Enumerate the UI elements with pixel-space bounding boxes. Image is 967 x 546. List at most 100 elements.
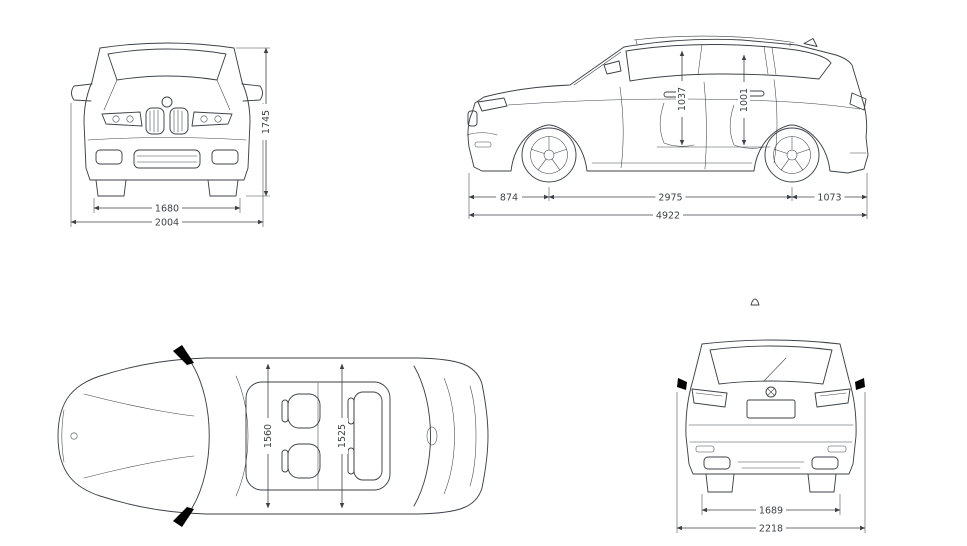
front-seat-profile: [659, 102, 695, 147]
hood-crease-lines: [83, 393, 195, 479]
left-exhaust: [703, 456, 731, 470]
rear-window: [709, 345, 833, 385]
tailgate-roundel-icon: [765, 386, 777, 398]
hood-roundel-icon: [70, 432, 78, 440]
right-headlight: [191, 111, 233, 127]
headlight-lens: [126, 115, 134, 123]
rear-roof-edge: [443, 377, 455, 495]
rear-wheel: [764, 127, 820, 183]
pillar-lines: [697, 44, 777, 76]
kidney-grille-right: [169, 107, 189, 135]
left-taillight-inner: [695, 392, 723, 397]
side-view-dimensions: 1037 1001 874 2975 1073 4922: [468, 50, 868, 222]
license-plate-recess: [746, 399, 796, 419]
left-mirror: [71, 83, 93, 102]
roundel-quadrants: [767, 388, 775, 396]
right-mirror-rear: [855, 378, 865, 390]
rear-overhang-label: 1073: [817, 193, 841, 204]
headlight-side: [477, 97, 508, 112]
top-view-dimensions: 1560 1525: [262, 363, 348, 509]
rear-interior-width-label: 1525: [337, 424, 348, 448]
fender-crease-lines: [103, 79, 231, 111]
front-bumper-inner-line: [61, 409, 65, 463]
top-car-drawing: [57, 345, 489, 527]
front-overhang-label: 874: [500, 193, 518, 204]
rear-body-outline: [685, 339, 857, 475]
right-taillight: [814, 388, 851, 408]
front-interior-width-label: 1560: [263, 424, 274, 448]
roof-rail: [633, 35, 795, 47]
diffuser-lines: [737, 461, 805, 469]
mid-door-seam: [703, 81, 707, 170]
rear-bench-top: [347, 391, 383, 481]
grille-edge: [467, 110, 478, 127]
front-wheel: [521, 127, 577, 183]
front-track-label: 1680: [155, 204, 179, 215]
lower-air-intake: [133, 149, 201, 169]
left-taillight: [691, 388, 728, 408]
front-body-outline: [83, 42, 251, 181]
rear-view: 1689 2218: [676, 298, 866, 535]
roof-antenna-fin: [750, 298, 760, 306]
headlight-lens: [200, 115, 208, 123]
right-rear-tire: [807, 473, 837, 493]
bmw-roundel-icon: [161, 96, 173, 108]
left-rear-tire: [705, 473, 735, 493]
rear-overall-width-label: 2218: [759, 524, 783, 535]
greenhouse-windows: [625, 44, 832, 82]
side-mirror: [603, 60, 622, 75]
left-mirror-rear: [677, 378, 687, 390]
rear-seat-profile: [729, 104, 765, 149]
front-door-seam: [619, 86, 624, 169]
headlight-lens: [112, 115, 120, 123]
cargo-item: [426, 426, 438, 446]
headlight-lens: [214, 115, 222, 123]
left-reflector: [695, 445, 715, 453]
right-mirror: [241, 83, 263, 102]
front-height-label: 1745: [261, 110, 272, 134]
overall-length-label: 4922: [656, 211, 680, 222]
front-headroom-label: 1037: [677, 87, 688, 111]
front-view: 1745 1680 2004: [70, 42, 272, 229]
right-mirror-top: [173, 507, 194, 527]
right-fog-intake: [211, 149, 239, 165]
front-seats-top: [281, 393, 321, 479]
wheelbase-label: 2975: [658, 193, 682, 204]
side-car-drawing: [466, 35, 869, 183]
front-car-drawing: [71, 42, 263, 197]
extension-lines: [676, 392, 866, 533]
shoulder-character-line: [507, 98, 861, 110]
shark-fin-antenna: [803, 38, 818, 47]
front-bumper-line: [466, 132, 498, 136]
rear-window-line: [413, 365, 431, 507]
intake-mesh-lines: [136, 155, 198, 163]
front-overall-width-label: 2004: [155, 218, 179, 229]
rear-door-seam: [773, 79, 778, 164]
right-reflector: [827, 445, 847, 453]
kidney-grille-left: [145, 107, 165, 135]
panoramic-roof-outline: [245, 381, 391, 491]
side-view: 1037 1001 874 2975 1073 4922: [466, 35, 869, 222]
extension-lines: [70, 47, 270, 227]
windshield-inner-line: [573, 51, 622, 86]
top-body-outline: [57, 357, 489, 515]
left-headlight: [101, 111, 143, 127]
right-front-tire: [207, 179, 239, 197]
rear-view-dimensions: 1689 2218: [676, 392, 866, 535]
taillight-side: [849, 92, 867, 111]
right-taillight-inner: [819, 392, 847, 397]
left-mirror-top: [173, 345, 194, 365]
left-fog-intake: [95, 149, 123, 165]
bumper-line: [87, 137, 247, 141]
rear-car-drawing: [677, 298, 865, 493]
top-view: 1560 1525: [57, 345, 489, 527]
windshield-base-line: [191, 363, 210, 509]
front-view-dimensions: 1745 1680 2004: [70, 47, 272, 229]
left-front-tire: [95, 179, 127, 197]
tailgate-spoiler-line: [469, 385, 477, 487]
fog-slot: [474, 141, 492, 148]
right-exhaust: [811, 456, 839, 470]
rear-track-label: 1689: [759, 506, 783, 517]
side-body-outline: [467, 38, 869, 174]
